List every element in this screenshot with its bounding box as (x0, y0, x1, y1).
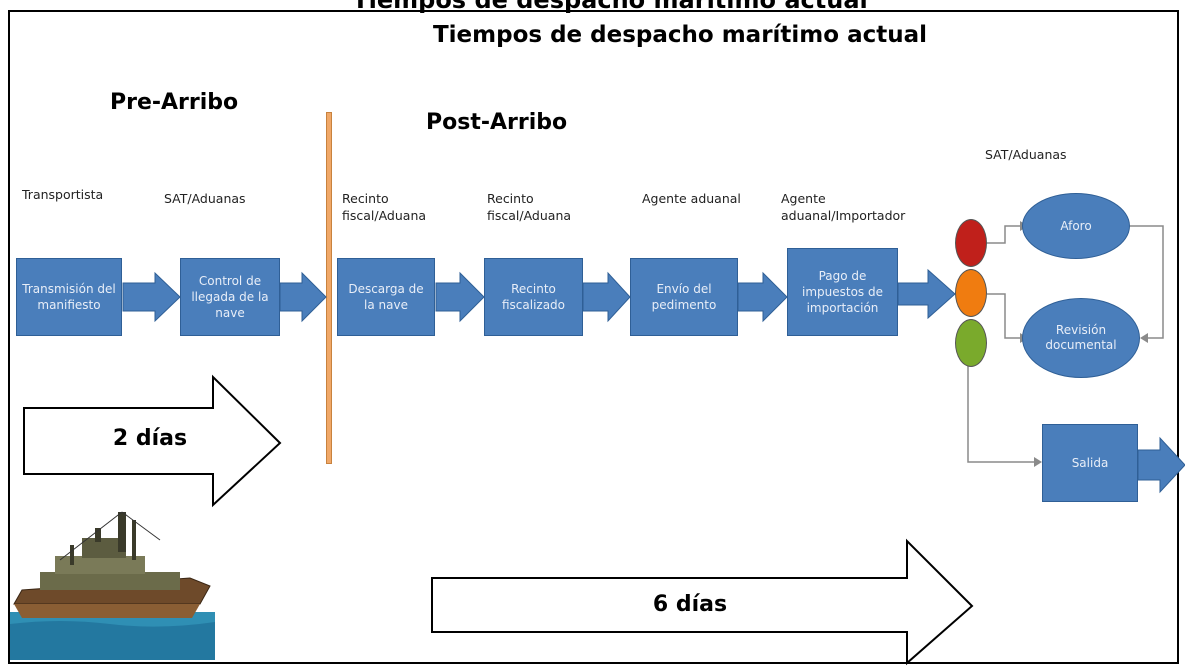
step-envio-pedimento: Envío del pedimento (630, 258, 738, 336)
arrowhead-back (1140, 333, 1148, 343)
arrowhead-salida (1034, 457, 1042, 467)
ship-illustration (10, 511, 215, 660)
step-descarga-nave: Descarga de la nave (337, 258, 435, 336)
connector-aforo-back (1130, 225, 1164, 339)
connector-to-revision (987, 293, 1020, 339)
flow-arrow-2 (279, 271, 327, 323)
duration-pre-label: 2 días (112, 426, 188, 451)
actor-recinto-fiscal-2: Recinto fiscal/Aduana (487, 191, 572, 223)
step-pago-impuestos: Pago de impuestos de importación (787, 248, 898, 336)
exit-arrow (1137, 436, 1185, 494)
duration-post-label: 6 días (652, 592, 728, 617)
actor-transportista: Transportista (22, 187, 104, 202)
actor-agente-importador: Agente aduanal/Importador (781, 191, 906, 223)
actor-sat-aduanas-2: SAT/Aduanas (985, 147, 1067, 162)
post-arrival-label: Post-Arribo (426, 110, 568, 135)
connector-to-aforo (987, 225, 1020, 244)
flow-arrow-1 (122, 271, 181, 323)
diagram-title: Tiempos de despacho marítimo actual (432, 22, 928, 48)
traffic-light-orange (955, 269, 987, 317)
flow-arrow-4 (582, 271, 631, 323)
actor-agente-aduanal: Agente aduanal (642, 191, 741, 206)
traffic-light-green (955, 319, 987, 367)
cropped-top-title: Tiempos de despacho marítimo actual (352, 0, 868, 14)
duration-arrow-pre (23, 374, 282, 508)
connector-to-salida (967, 360, 1040, 463)
step-control-llegada: Control de llegada de la nave (180, 258, 280, 336)
outcome-aforo: Aforo (1022, 193, 1130, 259)
actor-sat-aduanas-1: SAT/Aduanas (164, 191, 246, 206)
actor-recinto-fiscal-1: Recinto fiscal/Aduana (342, 191, 427, 223)
flow-arrow-3 (435, 271, 485, 323)
outcome-revision-documental: Revisión documental (1022, 298, 1140, 378)
pre-post-divider (326, 112, 332, 464)
flow-arrow-6 (897, 268, 956, 320)
flow-arrow-5 (737, 271, 788, 323)
diagram-frame (8, 10, 1179, 664)
duration-arrow-post (431, 538, 974, 666)
pre-arrival-label: Pre-Arribo (110, 90, 239, 115)
traffic-light-red (955, 219, 987, 267)
step-transmision-manifiesto: Transmisión del manifiesto (16, 258, 122, 336)
step-recinto-fiscalizado: Recinto fiscalizado (484, 258, 583, 336)
outcome-salida: Salida (1042, 424, 1138, 502)
